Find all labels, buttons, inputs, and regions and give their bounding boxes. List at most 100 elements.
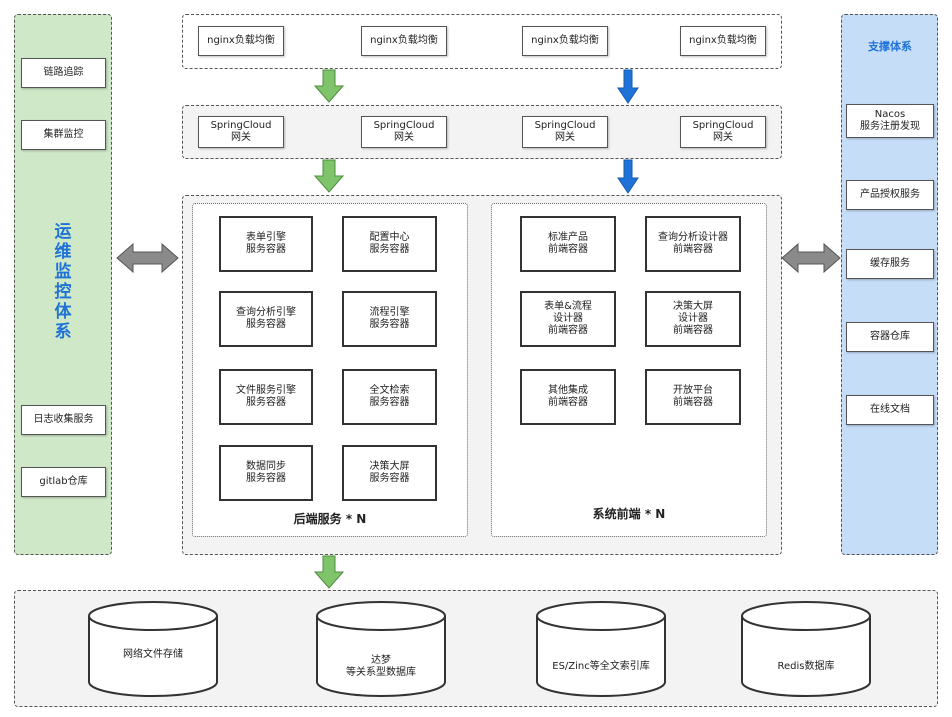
service-label: 服务容器 (246, 473, 286, 484)
backend-service-box[interactable]: 流程引擎 服务容器 (342, 291, 437, 347)
down-arrow-icon (617, 159, 639, 194)
storage-label: 达梦 等关系型数据库 (316, 655, 446, 679)
gateway-box[interactable]: SpringCloud 网关 (522, 116, 608, 148)
nginx-label: nginx负载均衡 (689, 35, 757, 46)
support-item-label: 缓存服务 (870, 258, 910, 269)
storage-label: ES/Zinc等全文索引库 (536, 661, 666, 673)
container-label: 前端容器 (548, 325, 588, 336)
frontend-caption: 系统前端 * N (592, 507, 666, 521)
storage-db[interactable]: Redis数据库 (741, 601, 871, 697)
nginx-box[interactable]: nginx负载均衡 (522, 26, 608, 56)
service-label: 查询分析引擎 (236, 307, 296, 318)
nginx-box[interactable]: nginx负载均衡 (198, 26, 284, 56)
nginx-label: nginx负载均衡 (531, 35, 599, 46)
double-arrow-icon (781, 242, 841, 274)
service-label: 服务容器 (369, 397, 410, 408)
gateway-label: SpringCloud (373, 120, 435, 131)
service-label: 全文检索 (369, 385, 410, 396)
ops-title-char: 监 (54, 262, 72, 282)
storage-label: Redis数据库 (741, 661, 871, 673)
container-label: 查询分析设计器 (658, 232, 728, 243)
container-label: 表单&流程 (544, 301, 592, 312)
service-label: 服务容器 (246, 319, 286, 330)
storage-label-line: 网络文件存储 (123, 649, 183, 660)
ops-item-label: 链路追踪 (43, 67, 84, 78)
container-label: 前端容器 (673, 244, 713, 255)
nginx-label: nginx负载均衡 (207, 35, 275, 46)
database-icon (536, 601, 666, 697)
service-label: 配置中心 (369, 232, 410, 243)
down-arrow-icon (313, 159, 345, 193)
gateway-box[interactable]: SpringCloud 网关 (361, 116, 447, 148)
gateway-box[interactable]: SpringCloud 网关 (198, 116, 284, 148)
service-label: 服务容器 (369, 244, 410, 255)
ops-item-label: 日志收集服务 (33, 414, 94, 425)
gateway-label: 网关 (713, 132, 733, 143)
ops-item-cluster-monitor[interactable]: 集群监控 (21, 120, 106, 150)
frontend-container-box[interactable]: 决策大屏 设计器 前端容器 (645, 291, 741, 347)
service-label: 决策大屏 (369, 461, 410, 472)
ops-item-label: 集群监控 (43, 129, 84, 140)
backend-service-box[interactable]: 文件服务引擎 服务容器 (219, 369, 313, 425)
backend-service-box[interactable]: 全文检索 服务容器 (342, 369, 437, 425)
service-label: 流程引擎 (369, 307, 410, 318)
ops-item-log-collection[interactable]: 日志收集服务 (21, 405, 106, 435)
container-label: 设计器 (553, 313, 583, 324)
down-arrow-icon (617, 69, 639, 104)
support-item-container-registry[interactable]: 容器仓库 (846, 322, 934, 352)
support-item-label: 产品授权服务 (860, 189, 920, 200)
support-item-license[interactable]: 产品授权服务 (846, 180, 934, 210)
service-label: 表单引擎 (246, 232, 286, 243)
backend-service-box[interactable]: 配置中心 服务容器 (342, 216, 437, 272)
ops-item-label: gitlab仓库 (39, 476, 88, 487)
container-label: 前端容器 (548, 397, 588, 408)
backend-caption: 后端服务 * N (293, 512, 367, 526)
ops-panel (14, 14, 112, 555)
support-panel-title: 支撑体系 (868, 40, 912, 53)
backend-service-box[interactable]: 数据同步 服务容器 (219, 445, 313, 501)
gateway-box[interactable]: SpringCloud 网关 (680, 116, 766, 148)
container-label: 设计器 (678, 313, 708, 324)
backend-service-box[interactable]: 决策大屏 服务容器 (342, 445, 437, 501)
nginx-box[interactable]: nginx负载均衡 (361, 26, 447, 56)
frontend-container-box[interactable]: 开放平台 前端容器 (645, 369, 741, 425)
service-label: 文件服务引擎 (236, 385, 296, 396)
ops-panel-title: 运 维 监 控 体 系 (14, 222, 112, 342)
backend-service-box[interactable]: 查询分析引擎 服务容器 (219, 291, 313, 347)
double-arrow-icon (116, 242, 179, 274)
ops-title-char: 维 (54, 242, 72, 262)
frontend-container-box[interactable]: 其他集成 前端容器 (520, 369, 616, 425)
down-arrow-icon (313, 555, 345, 589)
ops-title-char: 体 (54, 302, 72, 322)
storage-db[interactable]: 网络文件存储 (88, 601, 218, 697)
ops-item-gitlab[interactable]: gitlab仓库 (21, 467, 106, 497)
container-label: 开放平台 (673, 385, 713, 396)
ops-item-tracing[interactable]: 链路追踪 (21, 58, 106, 88)
support-panel (841, 14, 938, 555)
frontend-container-box[interactable]: 查询分析设计器 前端容器 (645, 216, 741, 272)
database-icon (741, 601, 871, 697)
service-label: 服务容器 (246, 244, 286, 255)
database-icon (88, 601, 218, 697)
container-label: 决策大屏 (673, 301, 713, 312)
nginx-box[interactable]: nginx负载均衡 (680, 26, 766, 56)
backend-service-box[interactable]: 表单引擎 服务容器 (219, 216, 313, 272)
support-item-cache[interactable]: 缓存服务 (846, 249, 934, 279)
support-item-nacos[interactable]: Nacos 服务注册发现 (846, 104, 934, 138)
support-item-label: 容器仓库 (870, 331, 910, 342)
gateway-label: 网关 (394, 132, 414, 143)
ops-title-char: 控 (54, 282, 72, 302)
support-item-online-docs[interactable]: 在线文档 (846, 395, 934, 425)
gateway-label: 网关 (555, 132, 575, 143)
storage-db[interactable]: ES/Zinc等全文索引库 (536, 601, 666, 697)
ops-title-char: 系 (54, 322, 72, 342)
frontend-container-box[interactable]: 表单&流程 设计器 前端容器 (520, 291, 616, 347)
support-item-label: Nacos (874, 109, 906, 120)
storage-db[interactable]: 达梦 等关系型数据库 (316, 601, 446, 697)
gateway-label: SpringCloud (692, 120, 754, 131)
storage-label-line: 达梦 (371, 655, 391, 666)
service-label: 服务容器 (369, 319, 410, 330)
frontend-container-box[interactable]: 标准产品 前端容器 (520, 216, 616, 272)
storage-label-line: Redis数据库 (777, 661, 835, 672)
gateway-label: SpringCloud (534, 120, 596, 131)
